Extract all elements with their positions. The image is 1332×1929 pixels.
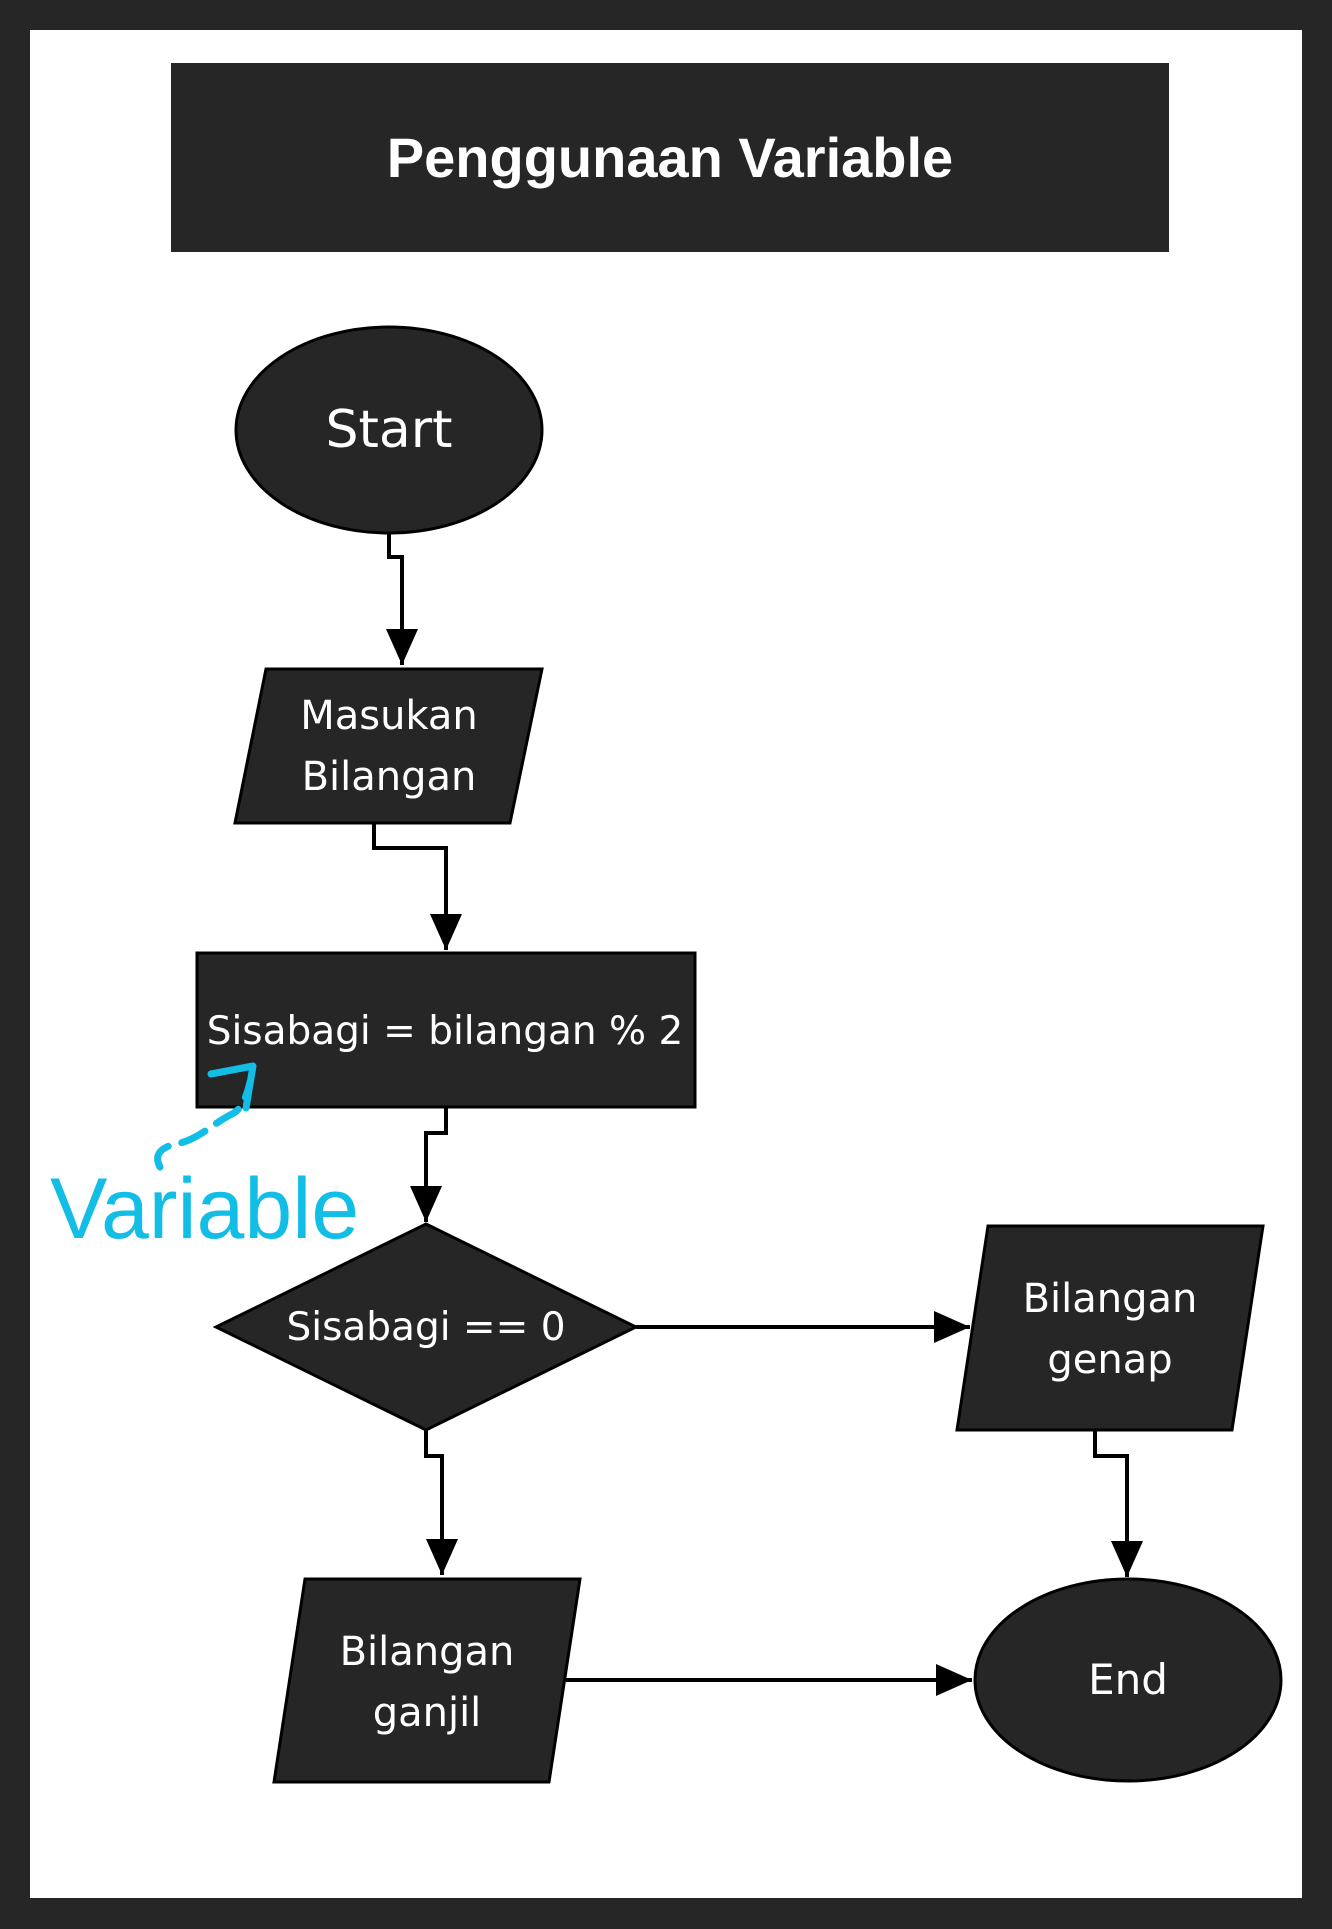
connector-start-to-input: [386, 533, 418, 665]
input-label-line-1: Masukan: [300, 693, 478, 739]
variable-pointer-arrow: [154, 1078, 254, 1171]
process-label: Sisabagi = bilangan % 2: [207, 1009, 684, 1054]
process-node: Sisabagi = bilangan % 2: [195, 951, 697, 1109]
even-output-node: Bilangan genap: [955, 1224, 1265, 1432]
even-label-line-1: Bilangan: [1023, 1276, 1198, 1322]
input-node: Masukan Bilangan: [233, 667, 544, 825]
end-node: End: [973, 1577, 1283, 1783]
connector-decision-to-odd: [424, 1430, 458, 1575]
even-label-line-2: genap: [1047, 1337, 1172, 1383]
end-label: End: [1088, 1655, 1168, 1704]
variable-pointer-arrowhead-icon: [207, 1062, 257, 1112]
input-label-line-2: Bilangan: [302, 754, 477, 800]
decision-node: Sisabagi == 0: [212, 1222, 640, 1432]
decision-label: Sisabagi == 0: [286, 1305, 565, 1350]
connectors: [372, 533, 1143, 1696]
title-banner: Penggunaan Variable: [171, 63, 1169, 252]
connector-even-to-end: [1093, 1430, 1143, 1577]
diagram-title: Penggunaan Variable: [386, 126, 954, 189]
odd-output-node: Bilangan ganjil: [272, 1577, 582, 1784]
connector-process-to-decision: [410, 1107, 448, 1222]
variable-annotation: Variable: [50, 1062, 359, 1257]
start-node: Start: [234, 325, 544, 535]
variable-label: Variable: [50, 1161, 359, 1257]
connector-input-to-process: [372, 823, 462, 950]
start-label: Start: [325, 400, 452, 460]
odd-label-line-2: ganjil: [373, 1690, 482, 1736]
odd-label-line-1: Bilangan: [340, 1629, 515, 1675]
